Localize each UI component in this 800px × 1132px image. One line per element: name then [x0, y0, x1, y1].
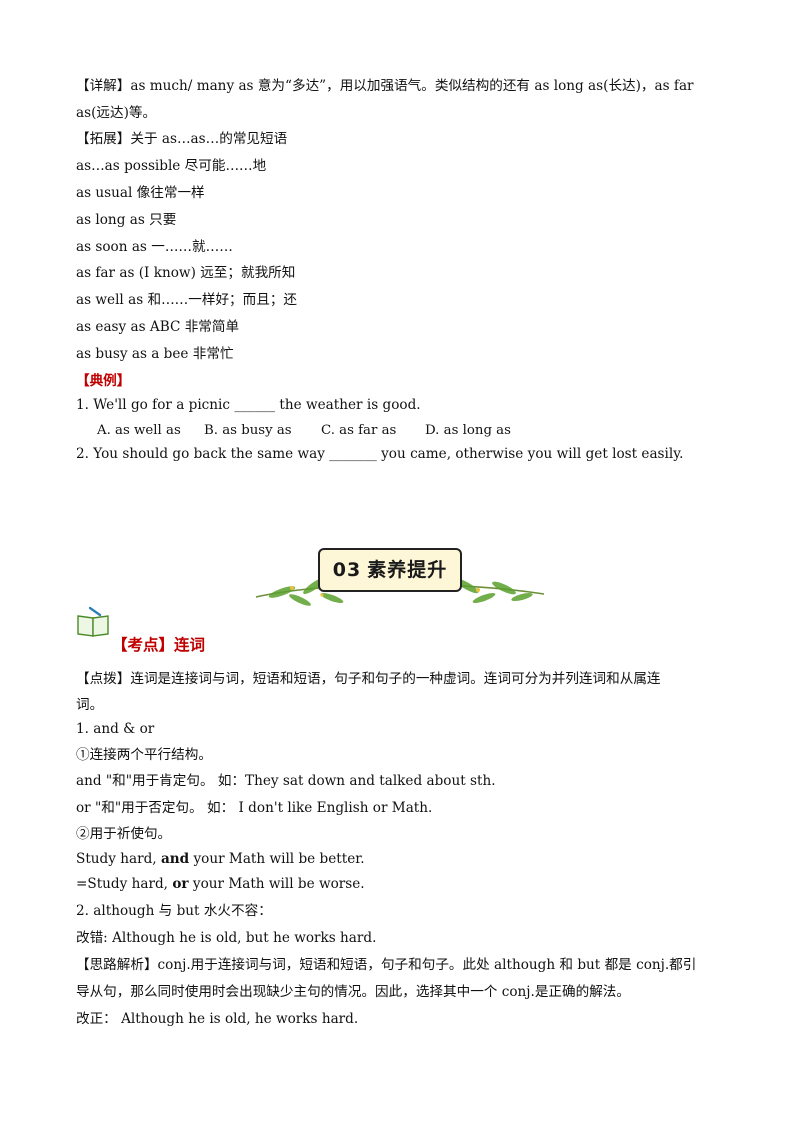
banner-title: 素养提升: [367, 559, 448, 581]
section-1-subtitle-1: ①连接两个平行结构。: [76, 747, 212, 763]
example-question-1: 1. We'll go for a picnic ______ the weat…: [76, 397, 421, 413]
error-sentence: 改错: Although he is old, but he works har…: [76, 930, 377, 946]
phrase-item: as usual 像往常一样: [76, 185, 205, 201]
imperative-or-a: =Study hard,: [76, 876, 173, 892]
book-pen-icon: [76, 606, 112, 638]
section-1-title: 1. and & or: [76, 721, 155, 737]
phrase-item: as…as possible 尽可能……地: [76, 158, 267, 174]
option-d: D. as long as: [425, 423, 511, 438]
imperative-and: Study hard, and your Math will be better…: [76, 846, 724, 873]
phrase-item: as long as 只要: [76, 212, 177, 228]
corrected-sentence: 改正： Although he is old, he works hard.: [76, 1011, 359, 1027]
example-q1-options: A. as well as B. as busy as C. as far as…: [76, 417, 724, 444]
and-usage: and "和"用于肯定句。 如：They sat down and talked…: [76, 773, 496, 789]
section-2-title: 2. although 与 but 水火不容：: [76, 903, 272, 919]
imperative-and-a: Study hard,: [76, 851, 161, 867]
phrase-item: as busy as a bee 非常忙: [76, 346, 234, 362]
imperative-and-c: your Math will be better.: [189, 851, 365, 867]
phrase-item: as soon as 一……就……: [76, 239, 233, 255]
kaodian-heading: 【考点】连词: [112, 636, 206, 654]
detail-line-2: as(远达)等。: [76, 105, 157, 121]
option-a: A. as well as: [97, 423, 181, 438]
phrase-item: as easy as ABC 非常简单: [76, 319, 240, 335]
option-c: C. as far as: [321, 423, 397, 438]
detail-line-1: 【详解】as much/ many as 意为“多达”，用以加强语气。类似结构的…: [76, 78, 694, 94]
option-b: B. as busy as: [204, 423, 292, 438]
or-usage: or "和"用于否定句。 如： I don't like English or …: [76, 800, 433, 816]
keyword-and: and: [160, 851, 190, 867]
extension-heading: 【拓展】关于 as…as…的常见短语: [76, 131, 288, 147]
example-question-2: 2. You should go back the same way _____…: [76, 446, 684, 462]
phrase-item: as well as 和……一样好；而且；还: [76, 292, 298, 308]
imperative-or: =Study hard, or your Math will be worse.: [76, 871, 724, 898]
banner-number: 03: [332, 559, 362, 581]
imperative-or-c: your Math will be worse.: [188, 876, 365, 892]
section-1-subtitle-2: ②用于祈使句。: [76, 826, 172, 842]
analysis-line-1: 【思路解析】conj.用于连接词与词，短语和短语，句子和句子。此处 althou…: [76, 957, 697, 973]
phrase-item: as far as (I know) 远至；就我所知: [76, 265, 296, 281]
keyword-or: or: [172, 876, 189, 892]
tip-line-2: 词。: [76, 697, 104, 713]
analysis-line-2: 导从句，那么同时使用时会出现缺少主句的情况。因此，选择其中一个 conj.是正确…: [76, 984, 630, 1000]
example-heading: 【典例】: [76, 373, 131, 389]
tip-line-1: 【点拨】连词是连接词与词，短语和短语，句子和句子的一种虚词。连词可分为并列连词和…: [76, 671, 661, 687]
